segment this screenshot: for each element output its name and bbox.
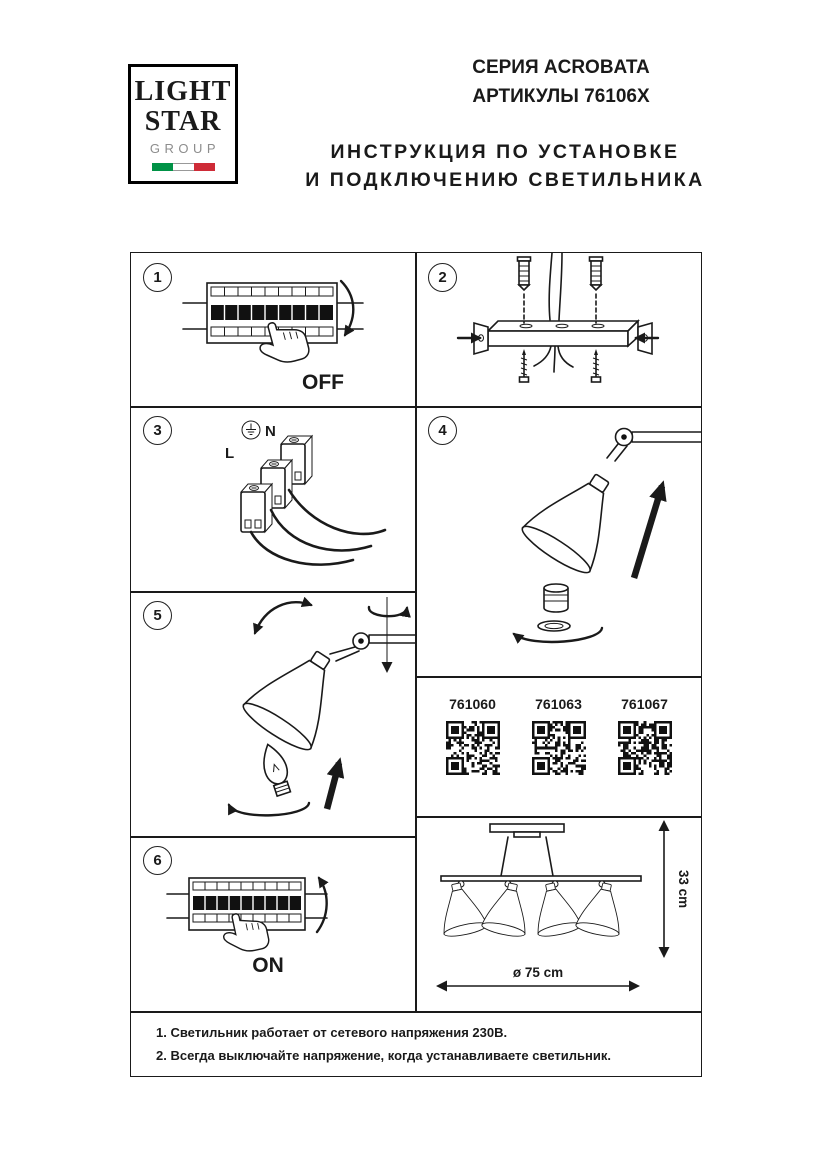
divider	[415, 253, 417, 1011]
flag-white	[172, 162, 194, 171]
step-panel-1: OFF 1	[131, 253, 416, 406]
off-label: OFF	[302, 371, 344, 394]
step4-illustration	[512, 427, 701, 644]
lamp-shade-icon	[521, 473, 610, 574]
article-number: 761060	[449, 696, 496, 712]
earth-symbol-icon	[241, 420, 261, 440]
step2-illustration	[456, 253, 660, 383]
hand-icon	[223, 913, 270, 952]
qr-item: 761063	[531, 696, 586, 816]
step-number-4: 4	[428, 416, 457, 445]
divider	[131, 406, 416, 408]
curved-arrow-down-icon	[339, 279, 355, 337]
retaining-ring-icon	[537, 620, 571, 632]
screw-icon	[518, 349, 530, 383]
dimension-width: ø 75 cm	[436, 965, 640, 992]
divider	[131, 591, 416, 593]
big-arrow-up-icon	[323, 757, 345, 810]
divider	[416, 676, 701, 678]
screw-icon	[590, 349, 602, 383]
step-number-1: 1	[143, 263, 172, 292]
series-title: СЕРИЯ ACROBATA	[472, 57, 650, 78]
wall-plug-icon	[588, 256, 604, 324]
note-1: 1. Светильник работает от сетевого напря…	[156, 1025, 508, 1040]
dimension-height: 33 cm	[658, 820, 691, 958]
step6-illustration: ON	[166, 876, 329, 977]
step-panel-6: ON 6	[131, 836, 416, 1011]
rotate-arrow-icon	[512, 626, 604, 644]
mounting-bracket-icon	[473, 319, 653, 356]
logo-word-light: LIGHT	[134, 76, 232, 108]
instruction-line-2: И ПОДКЛЮЧЕНИЮ СВЕТИЛЬНИКА	[305, 169, 705, 192]
rotate-arrow-icon	[367, 605, 411, 618]
divider	[416, 406, 701, 408]
article-number: 761067	[621, 696, 668, 712]
step-number-2: 2	[428, 263, 457, 292]
italian-flag-icon	[151, 162, 215, 171]
terminal-n-label: N	[265, 423, 276, 440]
screw-bulb-arrow-icon	[227, 801, 311, 817]
divider	[416, 816, 701, 818]
lamp-shade-icon	[242, 650, 331, 751]
step-number-6: 6	[143, 846, 172, 875]
flag-green	[151, 162, 173, 171]
qr-item: 761067	[617, 696, 672, 816]
height-label: 33 cm	[676, 870, 691, 908]
curved-arrow-up-icon	[315, 876, 329, 934]
lamp-arm-icon	[606, 427, 701, 462]
step-panel-3: N L	[131, 406, 416, 591]
lamp-arm-icon	[329, 632, 416, 662]
articles-title: АРТИКУЛЫ 76106X	[472, 85, 650, 107]
step-panel-2: 2	[416, 253, 701, 406]
qr-code	[531, 721, 586, 775]
document-title: СЕРИЯ ACROBATA АРТИКУЛЫ 76106X	[420, 54, 702, 111]
divider	[131, 1011, 701, 1013]
article-number: 761063	[535, 696, 582, 712]
lightstar-logo: LIGHT STAR GROUP	[128, 64, 238, 184]
step5-illustration	[227, 596, 416, 817]
logo-word-star: STAR	[144, 105, 222, 137]
socket-sleeve-icon	[543, 583, 569, 613]
tilt-arrow-icon	[253, 596, 313, 635]
step1-illustration: OFF	[182, 279, 364, 394]
qr-item: 761060	[445, 696, 500, 816]
divider	[131, 836, 416, 838]
diameter-label: ø 75 cm	[513, 965, 563, 980]
step-number-5: 5	[143, 601, 172, 630]
step-number-3: 3	[143, 416, 172, 445]
flag-red	[193, 162, 215, 171]
notes-panel: 1. Светильник работает от сетевого напря…	[131, 1011, 701, 1076]
note-2: 2. Всегда выключайте напряжение, когда у…	[156, 1047, 611, 1063]
big-arrow-up-icon	[630, 480, 667, 579]
terminal-block-icon	[239, 434, 314, 534]
step-panel-5: 5	[131, 591, 416, 836]
instruction-line-1: ИНСТРУКЦИЯ ПО УСТАНОВКЕ	[330, 141, 680, 163]
wall-plug-icon	[516, 256, 532, 324]
hand-icon	[259, 322, 310, 363]
light-bulb-icon	[263, 743, 292, 798]
chandelier-icon	[440, 823, 642, 937]
instruction-title: ИНСТРУКЦИЯ ПО УСТАНОВКЕ И ПОДКЛЮЧЕНИЮ СВ…	[300, 138, 710, 195]
on-label: ON	[252, 954, 284, 977]
step3-illustration: N L	[225, 420, 387, 566]
qr-code	[617, 721, 672, 775]
circuit-breaker-icon	[166, 877, 328, 931]
qr-code	[445, 721, 500, 775]
qr-codes-panel: 761060 761063 761067	[416, 676, 701, 816]
cable-wires-icon	[249, 488, 387, 566]
chandelier-dimensions-illustration: ø 75 cm 33 cm	[436, 820, 691, 992]
terminal-l-label: L	[225, 445, 234, 462]
step-panel-4: 4	[416, 406, 701, 676]
logo-word-group: GROUP	[149, 140, 221, 156]
dimensions-panel: ø 75 cm 33 cm	[416, 816, 701, 1011]
wires-icon	[533, 253, 574, 373]
steps-grid: OFF 1	[130, 252, 702, 1077]
